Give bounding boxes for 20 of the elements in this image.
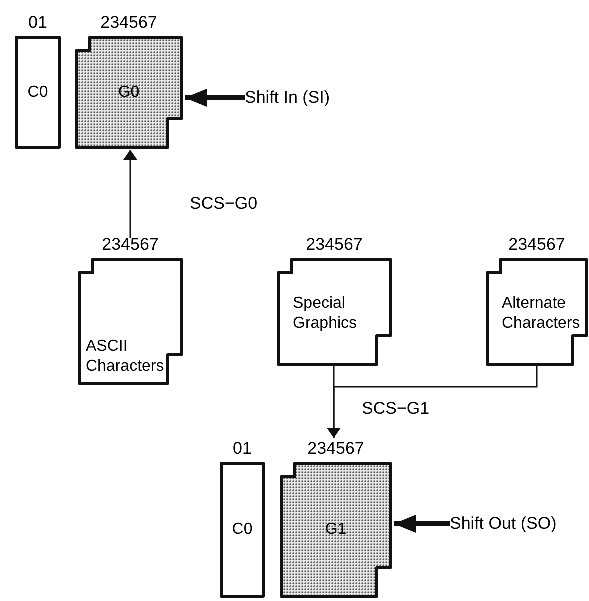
set-name: Special Graphics	[293, 294, 358, 334]
signal-label: Shift In (SI)	[245, 87, 330, 108]
bit-columns-heading: 01	[232, 440, 253, 460]
set-name: C0	[232, 520, 253, 540]
bit-columns-heading: 234567	[305, 236, 364, 256]
arrow	[124, 150, 138, 238]
arrow	[394, 515, 450, 533]
bit-columns-heading: 234567	[306, 440, 366, 460]
bit-columns-heading: 234567	[101, 236, 160, 256]
signal-label: Shift Out (SO)	[450, 513, 557, 534]
bit-columns-heading: 234567	[100, 14, 158, 34]
set-name: C0	[28, 82, 48, 102]
arrow	[185, 89, 245, 107]
arrow	[327, 366, 538, 438]
bit-columns-heading: 01	[28, 14, 48, 34]
set-name: ASCII Characters	[86, 337, 166, 377]
set-name: Alternate Characters	[502, 294, 582, 334]
set-name: G1	[325, 520, 347, 540]
bit-columns-heading: 234567	[508, 236, 566, 256]
set-name: G0	[118, 82, 140, 102]
